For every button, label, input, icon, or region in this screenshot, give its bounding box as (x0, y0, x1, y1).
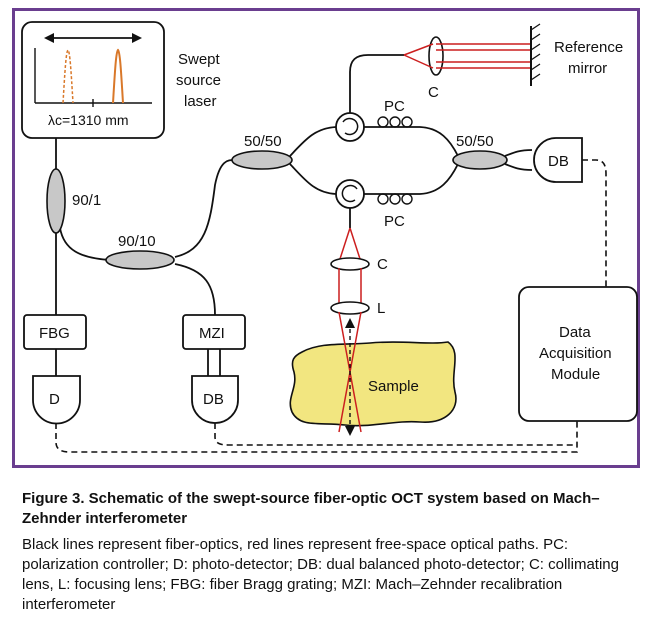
circulator-top-arrow (342, 117, 359, 136)
coupler-50-50-right-label: 50/50 (456, 133, 494, 150)
coupler-50-50-right (452, 150, 508, 170)
pc-top-loops (377, 116, 413, 128)
signal-db-to-daq (582, 159, 607, 287)
pc-bottom-loops (377, 193, 413, 205)
mirror-hatching (530, 23, 541, 81)
fiber-right-lower (419, 163, 459, 195)
fiber-to-reference (349, 54, 404, 113)
beam-sample-parallel (338, 268, 362, 306)
coupler-50-50-left (231, 150, 293, 170)
circulator-top (335, 112, 365, 142)
daq-label-2: Acquisition (539, 345, 612, 362)
fiber-90-1-right (59, 227, 111, 261)
mzi-box (182, 314, 246, 350)
fbg-box (23, 314, 87, 350)
lens-l (330, 301, 370, 315)
coupler-90-10-label: 90/10 (118, 233, 156, 250)
detector-d (32, 375, 81, 425)
daq-label-3: Module (551, 366, 600, 383)
sample-label: Sample (368, 378, 419, 395)
mzi-label: MZI (199, 325, 225, 342)
reference-label-1: Reference (554, 39, 623, 56)
fbg-label: FBG (39, 325, 70, 342)
lens-c-reference-label: C (428, 84, 439, 101)
lens-l-label: L (377, 300, 385, 317)
fiber-90-10-to-50 (174, 159, 235, 258)
swept-source-box (21, 21, 165, 139)
spectrum-peak-dashed (62, 48, 74, 104)
lambda-label: λc=1310 mm (48, 112, 129, 128)
pc-bottom-label: PC (384, 213, 405, 230)
fiber-to-db-2 (504, 163, 533, 171)
coupler-50-50-left-label: 50/50 (244, 133, 282, 150)
coupler-90-1-label: 90/1 (72, 192, 101, 209)
swept-label-1: Swept (178, 51, 221, 68)
signal-db-mzi-to-daq (214, 423, 577, 446)
beam-sample-diverge (338, 227, 362, 263)
detector-db-main-label: DB (548, 153, 569, 170)
coupler-90-1 (46, 168, 66, 234)
beam-ref-diverge (403, 43, 434, 69)
sample-blob (289, 341, 457, 427)
caption-body: Black lines represent fiber-optics, red … (22, 536, 619, 613)
fiber-right-upper (419, 126, 459, 157)
detector-db-mzi (191, 375, 239, 424)
daq-label-1: Data (559, 324, 591, 341)
circulator-bottom-arrow (341, 184, 358, 203)
scan-arrow-top (345, 318, 355, 328)
swept-label-2: source (176, 72, 221, 89)
circulator-bottom (335, 179, 365, 209)
reference-label-2: mirror (568, 60, 607, 77)
fiber-left-upper (289, 126, 337, 157)
arrow-head-left (44, 33, 54, 43)
pc-top-label: PC (384, 98, 405, 115)
oct-schematic: λc=1310 mm Swept source laser 90/1 90/10… (21, 21, 638, 453)
spectrum-peak-solid (112, 48, 124, 104)
lens-c-reference (428, 36, 444, 76)
detector-db-main (533, 137, 583, 183)
fiber-90-10-to-mzi (174, 263, 216, 316)
fiber-to-db-1 (504, 149, 533, 157)
detector-d-label: D (49, 391, 60, 408)
lens-c-sample-label: C (377, 256, 388, 273)
fiber-left-lower (289, 163, 337, 195)
swept-label-3: laser (184, 93, 217, 110)
coupler-90-10 (105, 250, 175, 270)
detector-db-mzi-label: DB (203, 391, 224, 408)
signal-d-to-daq (55, 421, 578, 453)
caption-title: Figure 3. Schematic of the swept-source … (22, 490, 600, 527)
lens-c-sample (330, 257, 370, 271)
arrow-head-right (132, 33, 142, 43)
daq-box (518, 286, 638, 422)
beam-ref-parallel (436, 43, 530, 69)
scan-arrow-bottom (345, 426, 355, 436)
